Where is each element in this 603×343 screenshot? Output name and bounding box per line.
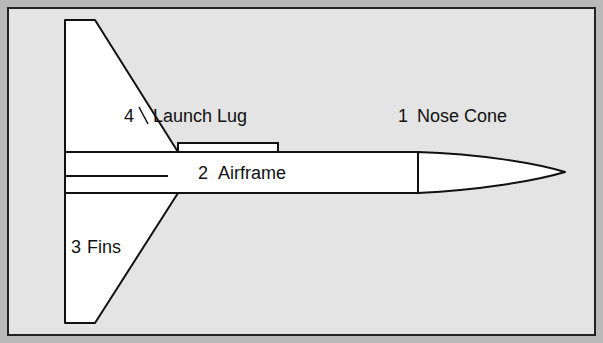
callout-number: 2: [198, 164, 208, 182]
upper-fin: [65, 20, 178, 152]
part-label: Fins: [87, 238, 121, 256]
panel: [8, 8, 595, 335]
callout-number: 3: [71, 238, 81, 256]
part-label: Launch Lug: [153, 107, 247, 125]
nose-cone: [418, 152, 565, 193]
part-label: Airframe: [218, 164, 286, 182]
callout-number: 4: [124, 107, 134, 125]
lower-fin: [65, 193, 178, 323]
airframe-tube: [65, 152, 418, 193]
part-label: Nose Cone: [417, 107, 507, 125]
leader-line: [139, 107, 148, 124]
side-fin-edge: [65, 175, 168, 177]
callout-number: 1: [398, 107, 408, 125]
launch-lug: [178, 143, 278, 152]
